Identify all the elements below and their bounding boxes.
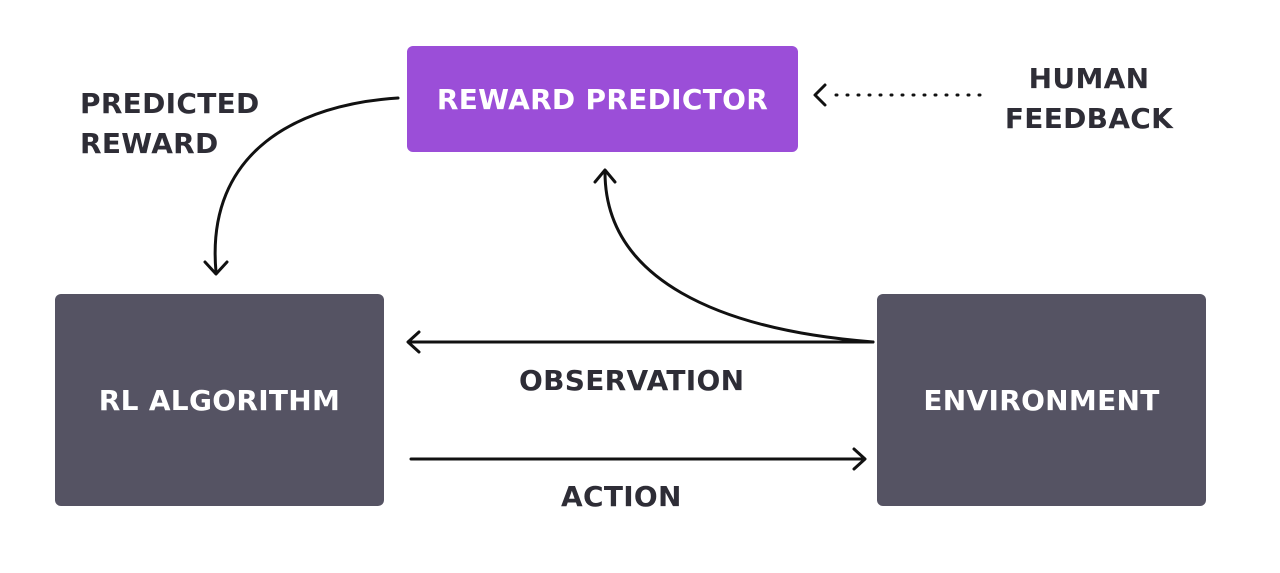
- rl-algorithm-node: RL ALGORITHM: [55, 294, 384, 506]
- predicted-reward-label: PREDICTED REWARD: [80, 84, 260, 164]
- reward-predictor-node: REWARD PREDICTOR: [407, 46, 798, 152]
- predicted-reward-line-1: PREDICTED: [80, 87, 260, 120]
- observation-label: OBSERVATION: [519, 364, 745, 397]
- human-feedback-arrowhead: [813, 83, 827, 107]
- rl-algorithm-label: RL ALGORITHM: [98, 383, 341, 417]
- predicted-reward-line-2: REWARD: [80, 127, 219, 160]
- action-arrowhead: [852, 447, 867, 471]
- environment-label: ENVIRONMENT: [923, 383, 1160, 417]
- action-label: ACTION: [561, 480, 682, 513]
- predicted-reward-arrowhead: [203, 260, 229, 276]
- reward-predictor-label: REWARD PREDICTOR: [436, 82, 769, 116]
- human-feedback-line-1: HUMAN: [1028, 62, 1150, 95]
- environment-to-predictor-arrowhead: [593, 168, 617, 184]
- environment-node: ENVIRONMENT: [877, 294, 1206, 506]
- human-feedback-label: HUMAN FEEDBACK: [1003, 59, 1175, 139]
- predicted-reward-arrow: [213, 96, 400, 274]
- observation-arrowhead: [406, 330, 421, 354]
- human-feedback-line-2: FEEDBACK: [1004, 102, 1174, 135]
- environment-to-predictor-arrow: [603, 170, 875, 344]
